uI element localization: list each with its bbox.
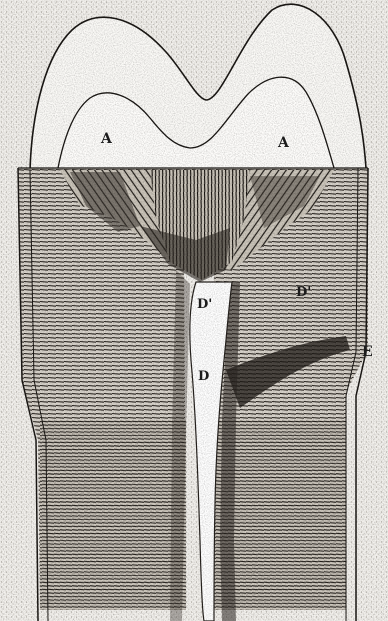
label-enamel-left: A: [100, 131, 113, 147]
label-dentine-right: D': [296, 285, 311, 300]
label-dentine-upper: D': [197, 297, 212, 312]
label-dentine-lower: D: [198, 369, 209, 384]
label-enamel-right: A: [277, 135, 290, 151]
label-cement: E: [362, 344, 373, 360]
